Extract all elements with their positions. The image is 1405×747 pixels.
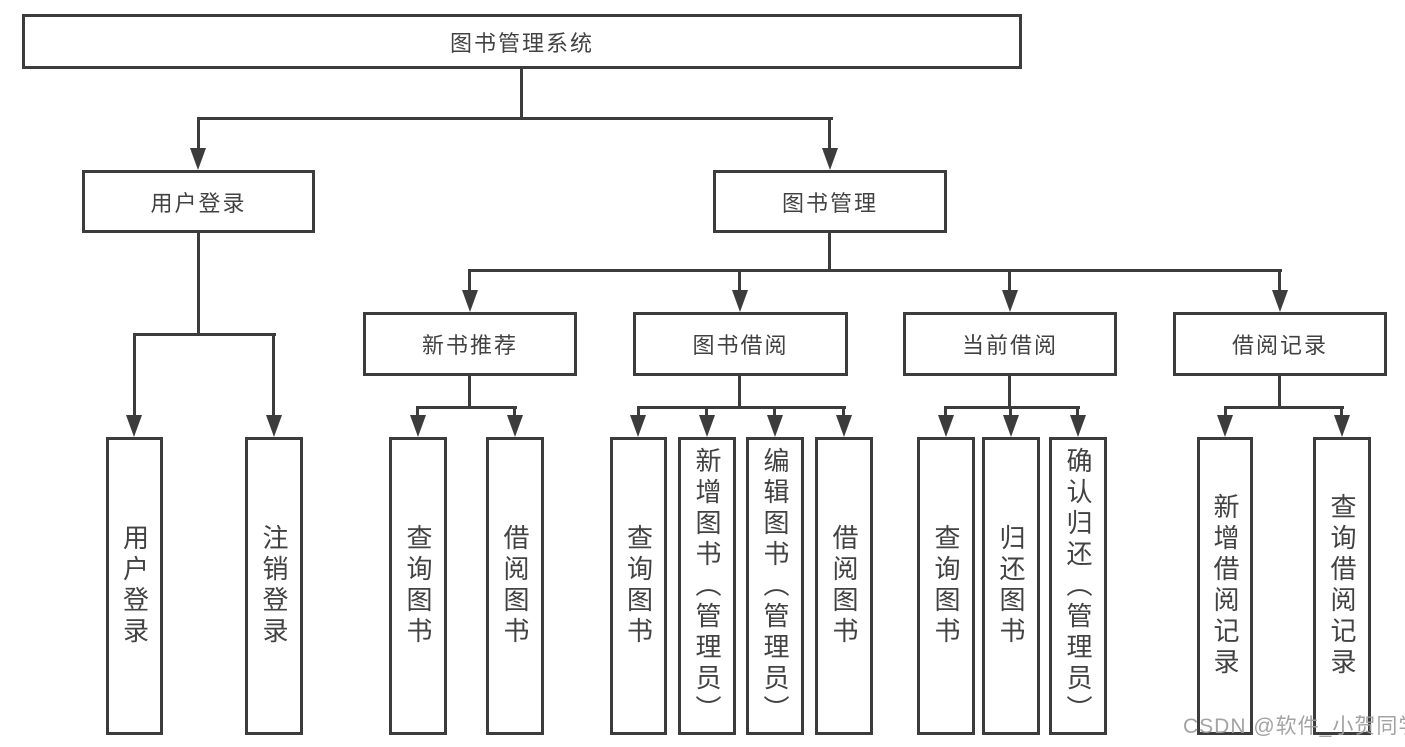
connector-line — [1076, 406, 1079, 417]
leaf-label: 查询图书 — [931, 524, 961, 648]
arrowhead-down-icon — [507, 415, 523, 437]
connector-line — [705, 406, 708, 417]
node-label: 当前借阅 — [961, 333, 1058, 358]
node-new-book-recommend: 新书推荐 — [363, 312, 577, 376]
connector-line — [637, 406, 640, 417]
leaf-nb-query-books: 查询图书 — [389, 437, 447, 735]
leaf-label: 注销登录 — [259, 524, 289, 648]
leaf-label: 查询图书 — [623, 524, 654, 648]
arrowhead-down-icon — [462, 290, 478, 312]
node-book-management: 图书管理 — [713, 170, 947, 233]
arrowhead-down-icon — [1272, 290, 1288, 312]
arrowhead-down-icon — [767, 415, 783, 437]
node-label: 用户登录 — [150, 190, 247, 216]
connector-line — [1278, 269, 1281, 292]
leaf-user-login: 用户登录 — [106, 437, 163, 735]
connector-line — [842, 406, 845, 417]
leaf-bb-edit-books-admin: 编辑图书（管理员） — [746, 437, 804, 735]
leaf-label: 用户登录 — [119, 524, 150, 648]
leaf-cb-return-books: 归还图书 — [982, 437, 1040, 735]
node-book-borrow: 图书借阅 — [633, 312, 848, 376]
leaf-label: 新增图书（管理员） — [692, 446, 722, 726]
arrowhead-down-icon — [630, 415, 646, 437]
arrowhead-down-icon — [1070, 415, 1086, 437]
connector-line — [513, 406, 516, 417]
connector-line — [828, 117, 831, 150]
connector-line — [520, 69, 523, 119]
node-label: 借阅记录 — [1231, 333, 1328, 358]
connector-line — [944, 406, 947, 417]
leaf-nb-borrow-books: 借阅图书 — [486, 437, 544, 735]
connector-line — [468, 376, 471, 406]
connector-line — [468, 269, 471, 292]
node-current-borrow: 当前借阅 — [903, 312, 1117, 376]
connector-line — [1009, 406, 1012, 417]
arrowhead-down-icon — [699, 415, 715, 437]
arrowhead-down-icon — [266, 415, 282, 437]
leaf-bb-add-books-admin: 新增图书（管理员） — [678, 437, 736, 735]
node-label: 图书借阅 — [692, 333, 789, 358]
arrowhead-down-icon — [836, 415, 852, 437]
node-borrow-record: 借阅记录 — [1173, 312, 1387, 376]
leaf-bb-query-books: 查询图书 — [610, 437, 667, 735]
connector-line — [637, 406, 846, 409]
leaf-label: 借阅图书 — [829, 524, 859, 648]
connector-line — [738, 376, 741, 406]
node-label: 图书管理 — [781, 190, 878, 216]
connector-line — [197, 117, 200, 150]
leaf-label: 归还图书 — [996, 524, 1026, 648]
node-label: 图书管理系统 — [449, 30, 594, 56]
connector-line — [773, 406, 776, 417]
leaf-label: 借阅图书 — [500, 524, 530, 648]
connector-line — [133, 333, 276, 336]
arrowhead-down-icon — [126, 415, 142, 437]
arrowhead-down-icon — [822, 148, 838, 170]
arrowhead-down-icon — [190, 148, 206, 170]
connector-line — [1278, 376, 1281, 406]
arrowhead-down-icon — [1334, 415, 1350, 437]
connector-line — [416, 406, 419, 417]
connector-line — [738, 269, 741, 292]
connector-line — [197, 117, 833, 120]
arrowhead-down-icon — [410, 415, 426, 437]
leaf-bb-borrow-books: 借阅图书 — [815, 437, 873, 735]
arrowhead-down-icon — [1003, 415, 1019, 437]
leaf-br-query-record: 查询借阅记录 — [1313, 437, 1371, 735]
node-user-login: 用户登录 — [82, 170, 315, 233]
arrowhead-down-icon — [1002, 290, 1018, 312]
watermark: CSDN @软件_小贺同学 — [1183, 715, 1405, 738]
connector-line — [1008, 376, 1011, 406]
connector-line — [1008, 269, 1011, 292]
connector-line — [197, 233, 200, 335]
leaf-cb-query-books: 查询图书 — [917, 437, 975, 735]
leaf-label: 查询借阅记录 — [1327, 493, 1357, 679]
node-root: 图书管理系统 — [22, 14, 1022, 69]
leaf-logout: 注销登录 — [245, 437, 303, 735]
arrowhead-down-icon — [1217, 415, 1233, 437]
connector-line — [1340, 406, 1343, 417]
connector-line — [1224, 406, 1227, 417]
connector-line — [468, 269, 1282, 272]
connector-line — [944, 406, 1080, 409]
leaf-label: 查询图书 — [403, 524, 433, 648]
connector-line — [272, 333, 275, 417]
leaf-label: 新增借阅记录 — [1210, 493, 1240, 679]
leaf-br-add-record: 新增借阅记录 — [1197, 437, 1253, 735]
leaf-label: 确认归还（管理员） — [1063, 446, 1093, 726]
node-label: 新书推荐 — [421, 333, 518, 358]
connector-line — [1224, 406, 1344, 409]
connector-line — [828, 233, 831, 271]
leaf-label: 编辑图书（管理员） — [760, 446, 790, 726]
leaf-cb-confirm-return-admin: 确认归还（管理员） — [1049, 437, 1107, 735]
connector-line — [416, 406, 517, 409]
arrowhead-down-icon — [732, 290, 748, 312]
arrowhead-down-icon — [938, 415, 954, 437]
connector-line — [133, 333, 136, 417]
